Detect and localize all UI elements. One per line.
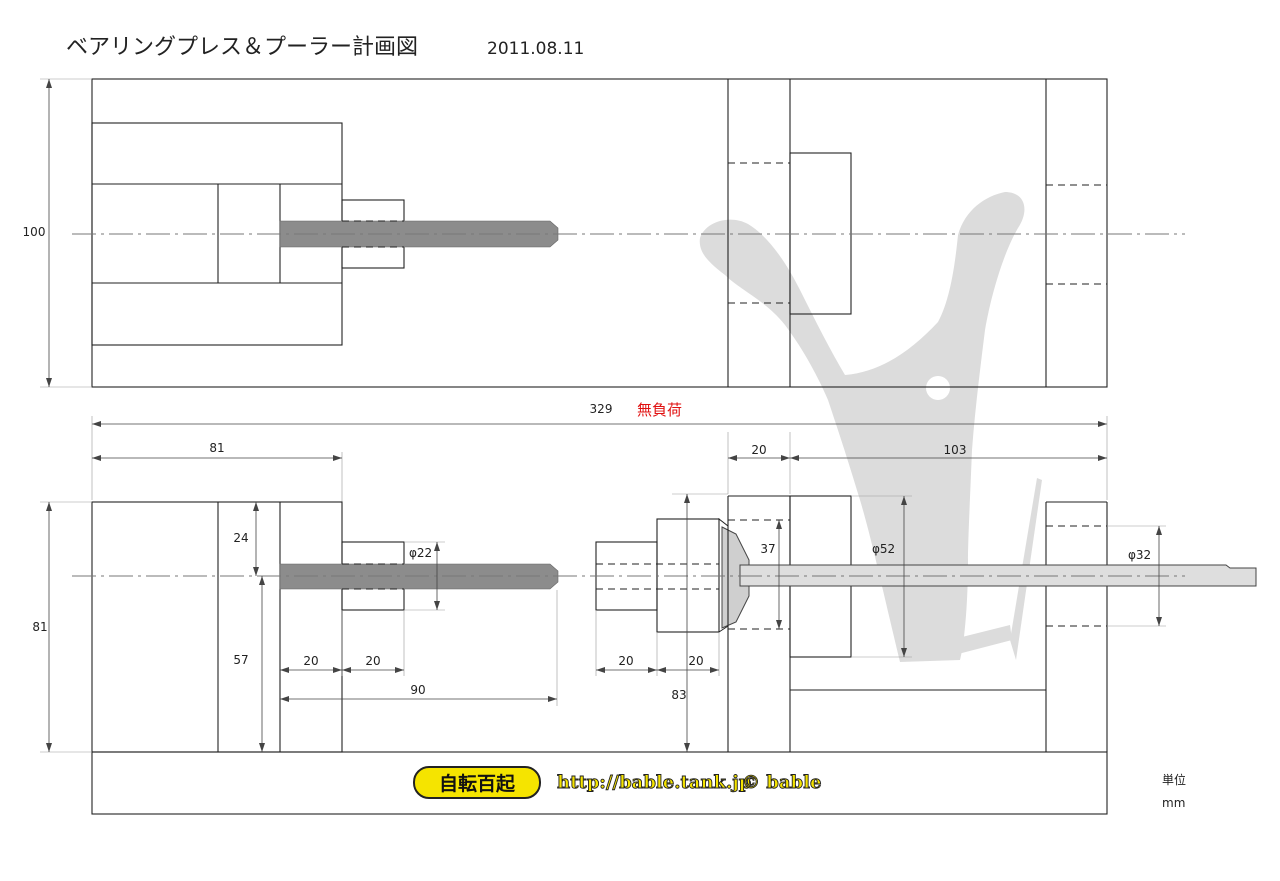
dim-tool-height: 83 bbox=[671, 688, 686, 702]
overall-dimensions: 329 無負荷 81 20 103 bbox=[91, 401, 1108, 540]
dim-top-height: 100 bbox=[23, 225, 46, 239]
no-load-note: 無負荷 bbox=[637, 401, 682, 419]
pusher-large bbox=[656, 518, 720, 633]
dim-block-width-2: 20 bbox=[365, 654, 380, 668]
top-view: 100 bbox=[23, 78, 1185, 388]
dim-block-width-1: 20 bbox=[303, 654, 318, 668]
logo-kanji: 自転百起 bbox=[439, 772, 516, 795]
unit-value: mm bbox=[1162, 796, 1185, 810]
dim-right-length: 103 bbox=[944, 443, 967, 457]
logo-badge: 自転百起 bbox=[413, 766, 541, 799]
press-block bbox=[91, 501, 343, 753]
site-url: http://bable.tank.jp bbox=[557, 772, 751, 793]
base-plate bbox=[91, 751, 1108, 815]
dim-collar-width: 20 bbox=[751, 443, 766, 457]
dim-left-length: 81 bbox=[209, 441, 224, 455]
dim-total-length: 329 bbox=[590, 402, 613, 416]
dim-tool-width-2: 20 bbox=[688, 654, 703, 668]
hand-silhouette bbox=[699, 192, 1042, 662]
dim-phi32: φ32 bbox=[1128, 548, 1151, 562]
bearing-cone bbox=[721, 526, 750, 629]
dim-phi52: φ52 bbox=[872, 542, 895, 556]
dim-tool-width-1: 20 bbox=[618, 654, 633, 668]
threaded-rod bbox=[279, 563, 559, 590]
pull-shaft bbox=[739, 564, 1257, 587]
top-bearing bbox=[789, 152, 852, 315]
dim-phi22: φ22 bbox=[409, 546, 432, 560]
dim-lower-height: 57 bbox=[233, 653, 248, 667]
dim-h37: 37 bbox=[760, 542, 775, 556]
unit-label: 単位 bbox=[1162, 772, 1186, 787]
side-view: 81 24 57 φ22 20 20 90 bbox=[32, 493, 1257, 815]
dim-rod-length: 90 bbox=[410, 683, 425, 697]
dim-upper-height: 24 bbox=[233, 531, 248, 545]
copyright: © bable bbox=[742, 772, 821, 793]
page-title: ベアリングプレス＆プーラー計画図 bbox=[66, 35, 418, 60]
date-label: 2011.08.11 bbox=[487, 39, 584, 59]
dim-left-height: 81 bbox=[32, 620, 47, 634]
